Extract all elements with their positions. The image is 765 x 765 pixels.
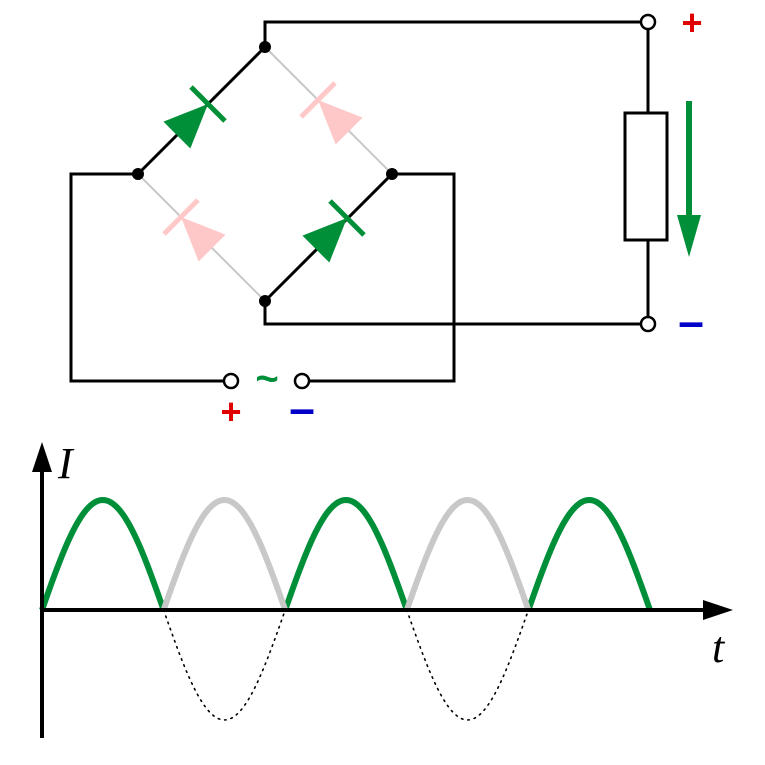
diode-top-left-conducting — [163, 85, 227, 149]
rectified-active-half-cycles-curve-5 — [525, 496, 653, 611]
wire-bottom-output — [263, 301, 648, 326]
rectified-current-graph: I t — [32, 439, 733, 738]
y-axis-label: I — [57, 439, 75, 488]
junction-node-bottom — [259, 295, 271, 307]
output-minus-sign: – — [678, 295, 704, 347]
wire-right-input — [302, 172, 456, 383]
rectified-active-half-cycles-curve-3 — [282, 496, 410, 611]
y-axis-arrowhead — [32, 442, 52, 472]
wire-left-input — [69, 172, 231, 383]
wire-top-output — [263, 20, 648, 47]
diode-bottom-right-conducting — [302, 199, 366, 263]
junction-node-right — [386, 168, 398, 180]
output-plus-sign: + — [681, 2, 702, 43]
input-plus-sign: + — [220, 391, 241, 432]
input-terminal-left — [222, 372, 240, 390]
original-negative-half-cycles-curve-2 — [162, 609, 286, 721]
load-current-arrow — [677, 101, 701, 257]
input-minus-sign: – — [289, 382, 315, 434]
bridge-rectifier-circuit: + – + – ~ — [69, 2, 704, 434]
diode-bottom-left-blocked — [162, 198, 226, 262]
x-axis-label: t — [712, 623, 726, 672]
load-resistor — [623, 111, 669, 242]
junction-node-left — [132, 168, 144, 180]
diode-top-right-blocked — [299, 81, 363, 145]
input-terminal-right — [293, 372, 311, 390]
output-terminal-positive — [639, 13, 657, 31]
junction-node-top — [259, 41, 271, 53]
rectified-other-half-cycles-curve-4 — [403, 496, 532, 611]
rectified-active-half-cycles-curve-1 — [39, 496, 167, 611]
original-negative-half-cycles-curve-4 — [406, 609, 530, 721]
ac-source-symbol: ~ — [255, 357, 278, 401]
rectified-other-half-cycles-curve-2 — [160, 496, 289, 611]
output-terminal-negative — [639, 315, 657, 333]
x-axis-arrowhead — [703, 600, 733, 620]
waveform-layer — [39, 496, 653, 721]
